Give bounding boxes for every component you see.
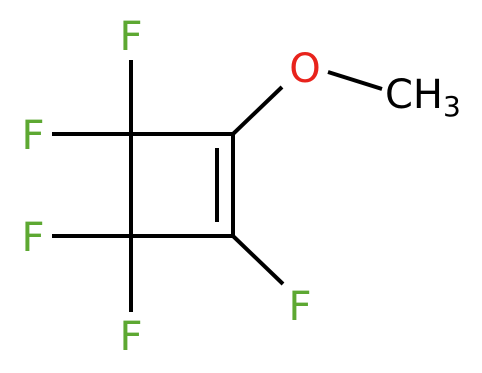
methyl-ch-text: CH: [385, 72, 443, 118]
atom-methyl: CH3: [385, 72, 461, 123]
atom-f-bottom: F: [119, 314, 142, 360]
atom-f-right-lower: F: [288, 284, 311, 330]
bond-c-o: [231, 85, 284, 136]
atom-f-top: F: [119, 14, 142, 60]
atom-f-left-upper: F: [21, 113, 44, 159]
atom-labels: F F F F F O CH3: [21, 14, 460, 360]
bond-c-f-right-lower: [231, 234, 285, 286]
bonds: [52, 60, 383, 312]
methyl-subscript-text: 3: [443, 90, 461, 123]
atom-oxygen: O: [289, 46, 320, 92]
bond-o-ch3: [327, 70, 383, 91]
atom-f-left-lower: F: [21, 215, 44, 261]
